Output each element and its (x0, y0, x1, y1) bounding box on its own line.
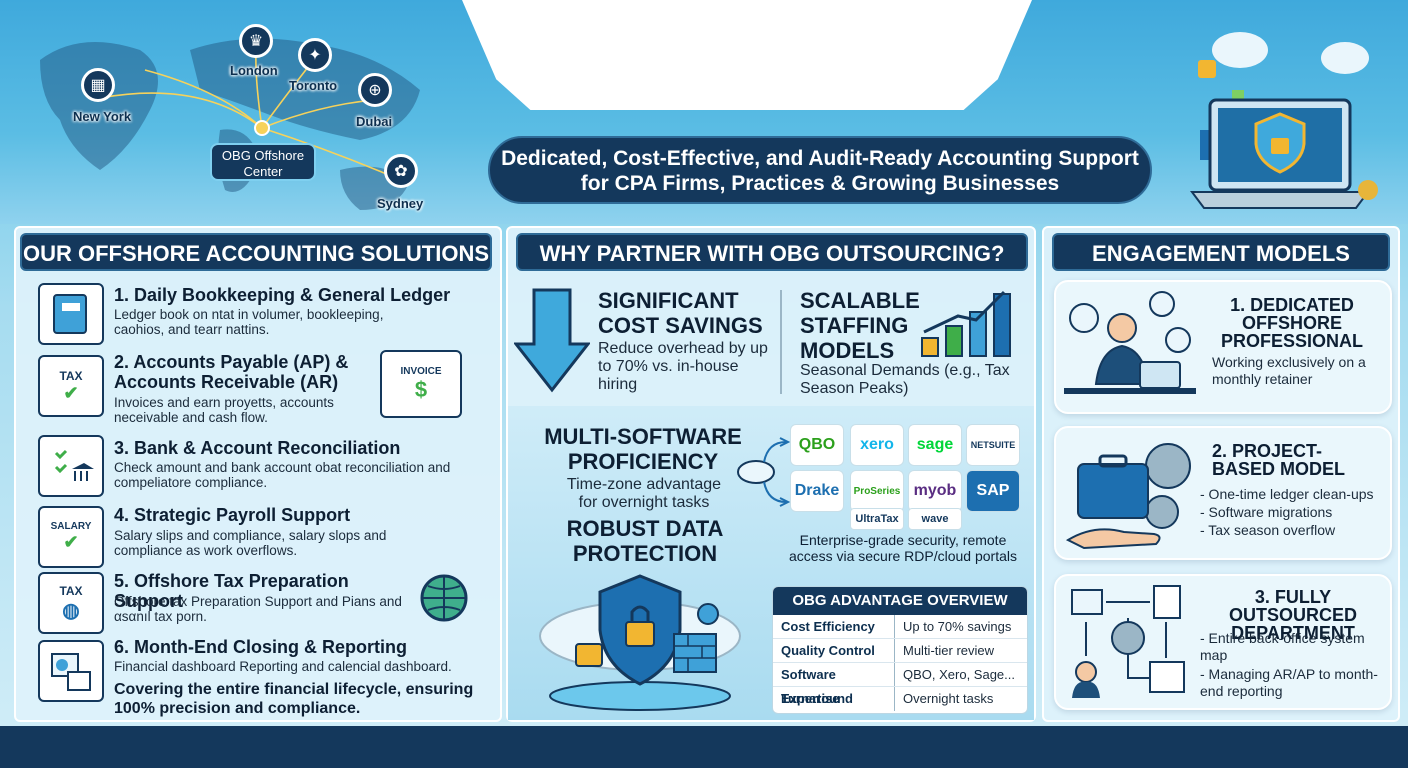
service-5-desc: Offshore tax Preparation Support and Pia… (114, 594, 402, 624)
service-2-title: 2. Accounts Payable (AP) & Accounts Rece… (114, 352, 349, 392)
dedicated-professional-icon (1064, 291, 1196, 394)
advantage-key: Cost Efficiency (773, 615, 895, 638)
invoice-label: INVOICE (400, 365, 442, 377)
advantage-key: Quality Control (773, 639, 895, 662)
sap-logo: SAP (966, 470, 1020, 512)
service-4-title: 4. Strategic Payroll Support (114, 505, 351, 525)
connection-lines (99, 51, 397, 179)
globe-icon: ◍ (62, 599, 80, 622)
scalable-staffing-heading: SCALABLE STAFFING MODELS (800, 288, 920, 363)
qbo-logo: QBO (790, 424, 844, 466)
solutions-title: OUR OFFSHORE ACCOUNTING SOLUTIONS (20, 233, 492, 271)
divider (780, 290, 782, 394)
salary-badge: SALARY (50, 521, 92, 532)
service-4-desc: Salary slips and compliance, salary slop… (114, 528, 387, 558)
advantage-table: OBG ADVANTAGE OVERVIEW Cost Efficiency U… (772, 586, 1028, 714)
advantage-value: Up to 70% savings (903, 619, 1012, 634)
secure-cloud-shield-icon (539, 574, 741, 711)
engagement-2-title: 2. PROJECT-BASED MODEL (1212, 441, 1346, 479)
cloud-connector-icon (737, 437, 790, 507)
table-row: Turnaround Overnight tasks (773, 687, 1027, 711)
location-label-london: London (230, 63, 278, 78)
security-desc: Enterprise-grade security, remote access… (789, 532, 1017, 564)
engagement-2-line-3: - Tax season overflow (1200, 522, 1336, 538)
service-3-title: 3. Bank & Account Reconciliation (114, 438, 401, 458)
header-white-tab (462, 0, 1032, 110)
check-icon: ✔ (63, 532, 79, 552)
table-row: Quality Control Multi-tier review (773, 639, 1027, 663)
service-1-desc: Ledger book on ntat in volumer, bookleep… (114, 307, 384, 337)
sage-logo: sage (908, 424, 962, 466)
cost-savings-heading: SIGNIFICANT COST SAVINGS (598, 288, 763, 338)
location-label-dubai: Dubai (356, 114, 393, 129)
service-1-title: 1. Daily Bookkeeping & General Ledger (114, 285, 451, 305)
location-label-sydney: Sydney (377, 196, 424, 211)
engagement-1-title: 1. DEDICATED OFFSHORE PROFESSIONAL (1220, 295, 1363, 351)
footer-bar (0, 726, 1408, 768)
cash-icon: $ (414, 376, 428, 402)
wave-logo: wave (908, 508, 962, 530)
drake-logo: Drake (790, 470, 844, 512)
header-tagline: Dedicated, Cost-Effective, and Audit-Rea… (488, 136, 1152, 204)
netsuite-logo: NETSUITE (966, 424, 1020, 466)
proseries-logo: ProSeries (850, 470, 904, 512)
advantage-title: OBG ADVANTAGE OVERVIEW (773, 587, 1027, 615)
offshore-center-label: OBG Offshore Center (210, 143, 316, 181)
cost-savings-desc: Reduce overhead by up to 70% vs. in-hous… (598, 340, 768, 393)
bank-checklist-icon (38, 435, 104, 497)
service-6-title: 6. Month-End Closing & Reporting (114, 637, 407, 657)
service-3-desc: Check amount and bank account obat recon… (114, 460, 451, 490)
service-5-title: 5. Offshore Tax Preparation Support (114, 571, 349, 611)
tax-document-icon: TAX ◍ (38, 572, 104, 634)
tax-checklist-icon: TAX ✔ (38, 355, 104, 417)
multi-software-heading: MULTI-SOFTWARE PROFICIENCY (544, 424, 742, 474)
sydney-pin-icon: ✿ (384, 154, 418, 188)
table-row: Software Expertise QBO, Xero, Sage... (773, 663, 1027, 706)
table-row: Cost Efficiency Up to 70% savings (773, 615, 1027, 639)
engagement-title: ENGAGEMENT MODELS (1052, 233, 1390, 271)
engagement-2-line-1: - One-time ledger clean-ups (1200, 486, 1374, 502)
world-map-graphic (40, 38, 420, 210)
engagement-card-outsourced (1054, 574, 1392, 710)
service-6-desc: Financial dashboard Reporting and calenc… (114, 659, 452, 674)
advantage-value: Multi-tier review (903, 643, 995, 658)
globe-icon (420, 574, 468, 622)
advantage-value: QBO, Xero, Sage... (903, 667, 1015, 682)
data-protection-heading: ROBUST DATA PROTECTION (566, 516, 724, 566)
new-york-pin-icon: ▦ (81, 68, 115, 102)
dubai-pin-icon: ⊕ (358, 73, 392, 107)
tax-badge: TAX (59, 368, 83, 383)
advantage-key: Software Expertise (773, 663, 895, 706)
advantage-key: Turnaround (773, 687, 895, 711)
ultratax-logo: UltraTax (850, 508, 904, 530)
location-label-new-york: New York (73, 109, 132, 124)
invoice-money-icon: INVOICE $ (380, 350, 462, 418)
engagement-3-title: 3. FULLY OUTSOURCED DEPARTMENT (1228, 587, 1357, 643)
xero-logo: xero (850, 424, 904, 466)
engagement-2-line-2: - Software migrations (1200, 504, 1333, 520)
secure-laptop-illustration (1190, 32, 1378, 209)
ledger-book-icon (38, 283, 104, 345)
growth-chart-icon (921, 290, 1011, 357)
why-partner-title: WHY PARTNER WITH OBG OUTSOURCING? (516, 233, 1028, 271)
engagement-3-line-1: - Entire back-office system map (1200, 630, 1365, 663)
location-label-toronto: Toronto (289, 78, 338, 93)
advantage-value: Overnight tasks (903, 691, 994, 706)
engagement-3-line-2: - Managing AR/AP to month-end reporting (1200, 666, 1378, 699)
department-flow-icon (1071, 585, 1185, 698)
toronto-pin-icon: ✦ (298, 38, 332, 72)
scalable-staffing-desc: Seasonal Demands (e.g., Tax Season Peaks… (800, 362, 1010, 397)
tax-badge: TAX (59, 583, 83, 598)
myob-logo: myob (908, 470, 962, 512)
dashboard-calendar-icon (38, 640, 104, 702)
briefcase-gears-icon (1065, 443, 1191, 550)
london-pin-icon: ♛ (239, 24, 273, 58)
multi-software-desc: Time-zone advantage for overnight tasks (566, 476, 722, 511)
engagement-1-desc: Working exclusively on a monthly retaine… (1212, 354, 1366, 387)
service-2-desc: Invoices and earn proyetts, accounts nec… (114, 395, 334, 425)
down-arrow-icon (514, 288, 590, 393)
salary-slip-icon: SALARY ✔ (38, 506, 104, 568)
solutions-footer-line: Covering the entire financial lifecycle,… (114, 681, 474, 717)
check-icon: ✔ (63, 382, 79, 403)
